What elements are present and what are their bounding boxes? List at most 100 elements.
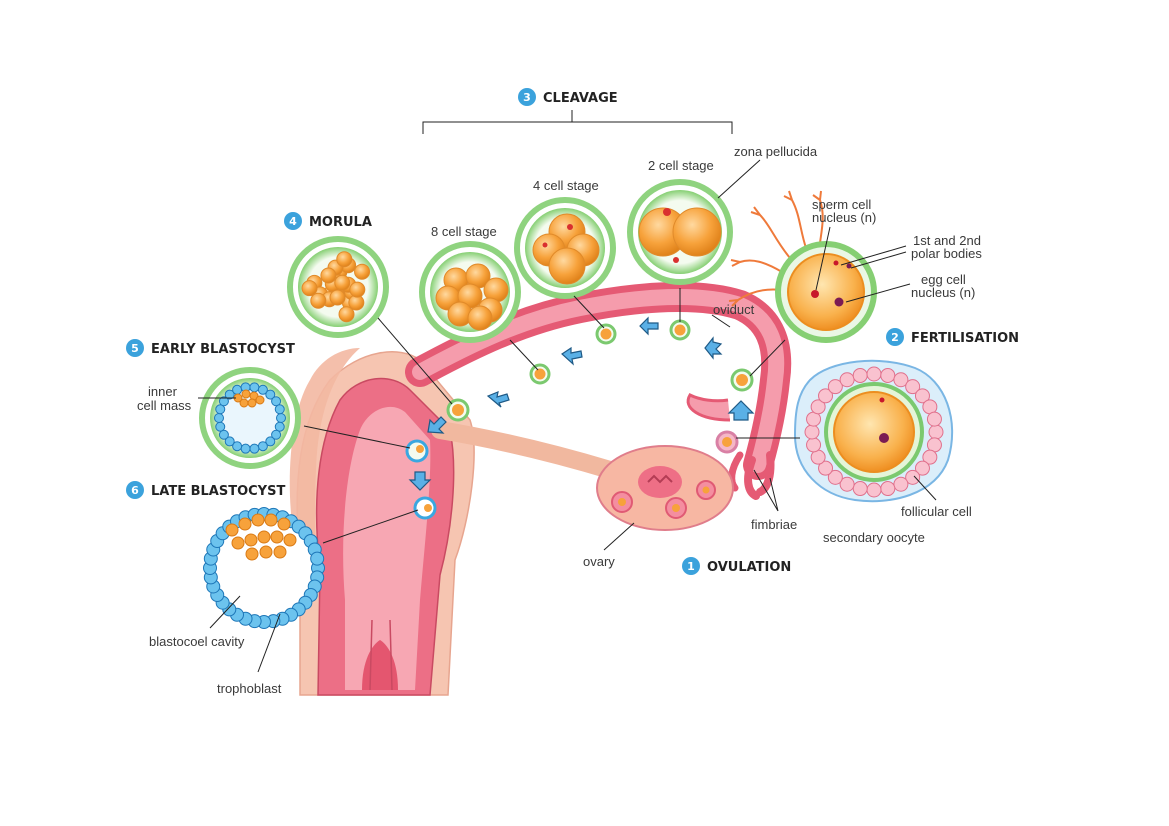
inner-cell [273,545,287,559]
label-two-cell-stage: 2 cell stage [648,158,714,173]
arrow-icon [561,346,583,366]
cleavage-bracket [422,110,733,134]
cell [338,306,355,323]
inner-cell [225,523,239,537]
inner-cell [244,533,258,547]
label-egg-cell: egg cell [921,272,966,287]
arrow-icon [704,336,723,360]
arrow-icon [727,400,755,421]
ovary [596,445,734,531]
label-inner-1: inner [148,384,178,399]
stage-number: 2 [891,331,899,344]
label-ovary: ovary [583,554,615,569]
trophoblast-cell [240,443,251,454]
arrow-icon [486,391,510,408]
follicular-cell [880,367,896,383]
stage-title: OVULATION [707,560,791,575]
stage-ovulation: 1 OVULATION [682,557,791,575]
inner-cell [255,395,265,405]
stage-number: 6 [131,484,139,497]
trophoblast-cell [257,441,268,452]
cell [334,274,351,291]
follicular-cell [914,460,930,476]
stage-morula: 4 MORULA [284,212,372,230]
stage-title: LATE BLASTOCYST [151,484,285,499]
inner-cell [283,533,297,547]
fertilised-egg [728,190,877,343]
trophoblast-cell [274,421,285,432]
stage-title: EARLY BLASTOCYST [151,342,295,357]
ovarian-ligament [431,421,619,479]
follicular-cell [893,476,909,492]
stage-number: 1 [687,560,695,573]
label-polar-bodies-1: 1st and 2nd [913,233,981,248]
follicular-cell [914,388,930,404]
follicular-cell [866,366,882,382]
cell [336,251,353,268]
follicular-cell [922,449,938,465]
label-oviduct: oviduct [713,302,755,317]
trophoblast-cell [232,384,243,395]
inner-cell [270,530,284,544]
inner-cell [241,389,251,399]
oviduct [405,281,792,500]
cell [310,292,327,309]
leader-lines [198,159,937,673]
trophoblast-cell [249,382,260,393]
follicular-cell [810,399,826,415]
cell [301,280,318,297]
inner-cell [277,517,291,531]
follicular-cell [818,460,834,476]
inner-cell [245,547,259,561]
trophoblast-cell [218,396,229,407]
early-blastocyst [199,367,301,469]
direction-arrows [408,316,755,491]
trophoblast-cell [310,551,325,566]
label-four-cell-stage: 4 cell stage [533,178,599,193]
inner-cell [259,545,273,559]
cell [320,267,337,284]
inner-cell [257,530,271,544]
sperm-tails [728,190,824,307]
stage-late-blastocyst: 6 LATE BLASTOCYST [126,481,285,499]
stage-title: CLEAVAGE [543,91,618,106]
four-cell-stage [514,197,616,299]
inner-cell [251,513,265,527]
follicular-cell [827,469,843,485]
follicular-cell [880,481,896,497]
arrow-icon [639,316,659,336]
trophoblast-cell [218,429,229,440]
label-blastocoel-cavity: blastocoel cavity [149,634,245,649]
stage-early-blastocyst: 5 EARLY BLASTOCYST [126,339,295,357]
follicular-cell [866,482,882,498]
label-trophoblast: trophoblast [217,681,282,696]
stage-titles: 1 OVULATION 2 FERTILISATION 3 CLEAVAGE 4… [126,88,1019,575]
trophoblast-cell [265,436,276,447]
label-fimbriae: fimbriae [751,517,797,532]
inner-cell [264,513,278,527]
trophoblast-cell [265,389,276,400]
label-sperm-nucleus: nucleus (n) [812,210,876,225]
follicular-cell [893,372,909,388]
follicular-cell [852,367,868,383]
inner-cell [239,398,249,408]
morula [287,236,389,338]
trophoblast-cell [232,441,243,452]
follicular-cell [804,424,820,440]
follicular-cell [928,424,944,440]
stage-title: MORULA [309,215,372,230]
trophoblast-cell [224,389,235,400]
cell [467,305,493,331]
eight-cell-stage [419,241,521,343]
cell [329,289,346,306]
label-sperm-cell: sperm cell [812,197,871,212]
follicular-cell [827,379,843,395]
annotation-labels: zona pellucida 2 cell stage 4 cell stage… [137,144,982,696]
trophoblast-cell [249,443,260,454]
arrow-icon [408,471,432,491]
label-zona-pellucida: zona pellucida [734,144,818,159]
follicular-cell [926,411,942,427]
trophoblast-cell [224,436,235,447]
follicular-cell [852,481,868,497]
